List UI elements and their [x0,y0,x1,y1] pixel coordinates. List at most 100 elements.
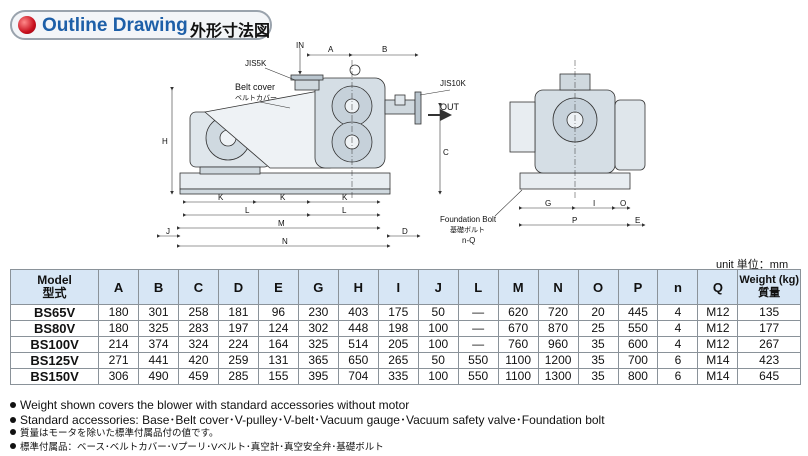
base-frame [179,172,391,190]
outline-drawing: IN JIS5K JIS10K Belt cover ベルトカバー OUT Fo… [157,41,646,248]
table-cell: 670 [497,320,539,337]
col-header: I [377,269,419,305]
table-cell: 155 [257,368,299,385]
table-cell: 550 [457,352,499,369]
model-cell: BS65V [9,304,100,321]
table-cell: 205 [377,336,419,353]
dim-h: H [162,137,168,146]
notes: Weight shown covers the blower with stan… [10,398,605,455]
dim-k3: K [342,193,348,202]
note-item: 質量はモータを除いた標準付属品付の値です。 [10,427,605,441]
dim-k1: K [218,193,224,202]
table-cell: 645 [737,368,801,385]
table-cell: 131 [257,352,299,369]
col-header: B [138,269,180,305]
table-cell: 650 [337,352,379,369]
table-cell: 374 [138,336,180,353]
table-cell: 800 [617,368,659,385]
table-cell: 100 [417,368,459,385]
table-cell: 1200 [537,352,579,369]
col-header-weight: Weight (kg)質量 [737,269,801,305]
dim-e: E [635,216,640,225]
table-cell: 25 [577,320,619,337]
table-cell: 620 [497,304,539,321]
col-header: n [657,269,699,305]
label-in: IN [296,41,304,50]
col-header: J [417,269,459,305]
table-cell: 700 [617,352,659,369]
col-header: A [98,269,140,305]
table-cell: 283 [178,320,219,337]
table-cell: 177 [737,320,801,337]
table-cell: 365 [297,352,339,369]
dim-p: P [572,216,577,225]
table-cell: 302 [297,320,339,337]
table-cell: 720 [537,304,579,321]
bullet-icon [10,443,16,449]
col-header: P [617,269,659,305]
table-cell: 490 [138,368,180,385]
dim-b: B [382,45,387,54]
col-header: N [537,269,579,305]
dim-n: N [282,237,288,246]
table-cell: 423 [737,352,801,369]
label-foundation-bolt: Foundation Bolt [440,215,497,224]
label-belt-cover-jp: ベルトカバー [235,94,277,102]
table-cell: M14 [697,368,739,385]
section-title-en: Outline Drawing [42,15,188,36]
table-cell: 135 [737,304,801,321]
table-cell: 1100 [497,352,539,369]
note-item: 標準付属品：ベース･ベルトカバー･Vプーリ･Vベルト･真空計･真空安全弁･基礎ボ… [10,441,605,455]
table-cell: 175 [377,304,419,321]
col-header: M [497,269,539,305]
table-cell: 100 [417,336,459,353]
table-cell: 35 [577,336,619,353]
table-cell: M12 [697,336,739,353]
table-cell: M14 [697,352,739,369]
table-cell: 198 [377,320,419,337]
bullet-icon [10,416,16,423]
dim-o: O [620,199,626,208]
table-cell: 197 [217,320,259,337]
dim-d: D [402,227,408,236]
dim-a: A [328,45,334,54]
label-nq: n-Q [462,236,475,245]
dim-k2: K [280,193,286,202]
table-cell: — [457,336,499,353]
table-cell: 96 [257,304,299,321]
table-cell: 335 [377,368,419,385]
dim-c: C [443,148,449,157]
table-cell: 550 [617,320,659,337]
table-cell: 403 [337,304,379,321]
table-cell: 324 [178,336,219,353]
col-header: G [297,269,339,305]
note-item: Weight shown covers the blower with stan… [10,398,605,413]
table-cell: 181 [217,304,259,321]
label-out: OUT [440,102,460,112]
table-cell: 1300 [537,368,579,385]
table-cell: 445 [617,304,659,321]
col-header: H [337,269,379,305]
table-cell: 6 [657,368,699,385]
model-cell: BS100V [9,336,100,353]
unit-label: unit 単位：mm [716,259,789,271]
table-cell: 760 [497,336,539,353]
col-header: O [577,269,619,305]
table-cell: 306 [98,368,140,385]
table-cell: 325 [138,320,180,337]
table-cell: M12 [697,304,739,321]
col-header: C [178,269,219,305]
section-header: Outline Drawing 外形寸法図 [10,10,272,40]
note-item: Standard accessories: Base･Belt cover･V-… [10,413,605,428]
col-header: Q [697,269,739,305]
table-cell: M12 [697,320,739,337]
bullet-icon [10,429,16,435]
model-cell: BS125V [9,352,100,369]
